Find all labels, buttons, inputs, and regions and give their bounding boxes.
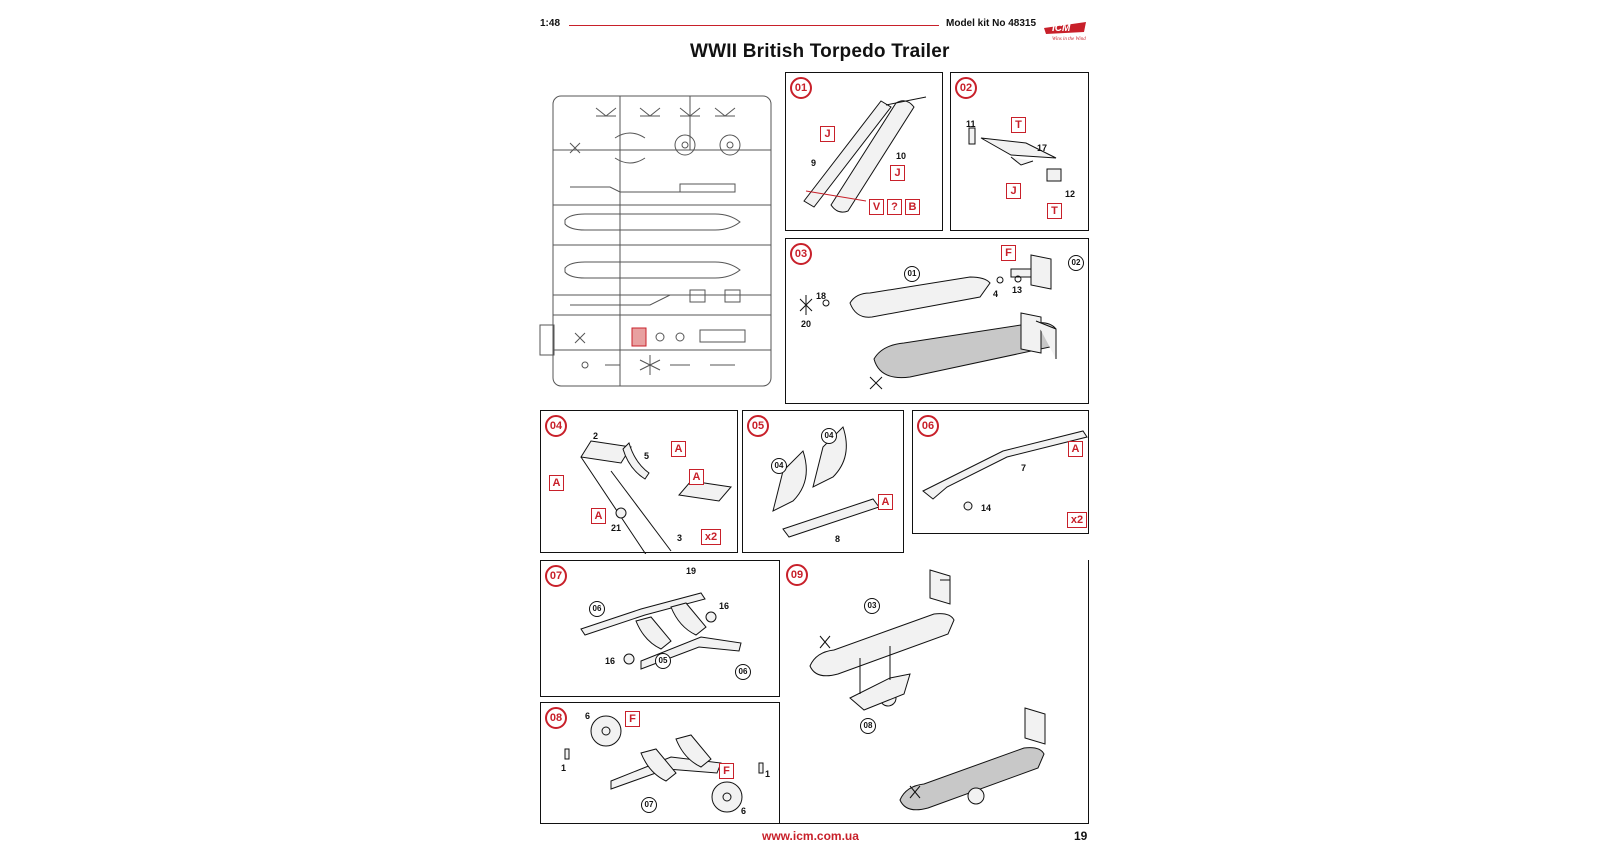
part-1: 1 (765, 769, 771, 779)
part-9: 9 (811, 158, 817, 168)
step-05-number: 05 (747, 415, 769, 437)
step-06-drawing (922, 430, 1088, 511)
step-07-drawing (580, 592, 742, 670)
step-09-panel: 09 03 08 (780, 560, 1089, 824)
step-05-panel: 05 A 04 04 8 (742, 410, 904, 553)
ref-T: T (1011, 117, 1026, 133)
subassembly-04: 04 (821, 428, 837, 444)
ref-question: ? (887, 199, 902, 215)
part-16: 16 (719, 601, 730, 611)
step-03-number: 03 (790, 243, 812, 265)
ref-A: A (549, 475, 564, 491)
step-04-panel: 04 A A A A 2 5 21 3 x2 (540, 410, 738, 554)
step-08-number: 08 (545, 707, 567, 729)
step-01-number: 01 (790, 77, 812, 99)
ref-F: F (1001, 245, 1016, 261)
part-6: 6 (741, 806, 747, 816)
subassembly-05: 05 (655, 653, 671, 669)
part-19: 19 (686, 566, 697, 576)
part-21: 21 (611, 523, 622, 533)
ref-J: J (1006, 183, 1021, 199)
part-3: 3 (677, 533, 683, 543)
part-8: 8 (835, 534, 841, 544)
step-09-number: 09 (786, 564, 808, 586)
step-05-drawing (772, 426, 880, 538)
subassembly-01: 01 (904, 266, 920, 282)
step-03-panel: 03 F 01 02 18 20 4 13 (785, 238, 1089, 404)
ref-T: T (1047, 203, 1062, 219)
part-13: 13 (1012, 285, 1023, 295)
step-06-number: 06 (917, 415, 939, 437)
multiplier-badge: x2 (701, 529, 721, 545)
page-number: 19 (1074, 829, 1088, 843)
step-04-number: 04 (545, 415, 567, 437)
ref-A: A (671, 441, 686, 457)
step-03-drawing (799, 254, 1057, 390)
ref-A: A (689, 469, 704, 485)
part-17: 17 (1037, 143, 1048, 153)
part-11: 11 (966, 119, 976, 129)
footer-website[interactable]: www.icm.com.ua (762, 829, 859, 843)
subassembly-04: 04 (771, 458, 787, 474)
ref-J: J (820, 126, 835, 142)
ref-F: F (719, 763, 734, 779)
ref-J: J (890, 165, 905, 181)
subassembly-03: 03 (864, 598, 880, 614)
ref-A: A (878, 494, 893, 510)
subassembly-06: 06 (589, 601, 605, 617)
part-12: 12 (1065, 189, 1076, 199)
step-01-drawing (803, 96, 927, 213)
part-7: 7 (1021, 463, 1027, 473)
ref-A: A (591, 508, 606, 524)
part-18: 18 (816, 291, 827, 301)
step-08-drawing (564, 715, 764, 813)
part-10: 10 (896, 151, 907, 161)
step-08-panel: 08 F F 6 1 1 6 07 (540, 702, 780, 824)
subassembly-07: 07 (641, 797, 657, 813)
step-09-drawing (809, 569, 1046, 811)
subassembly-08: 08 (860, 718, 876, 734)
subassembly-06: 06 (735, 664, 751, 680)
part-5: 5 (644, 451, 650, 461)
step-01-panel: 01 J J V ? B 9 10 (785, 72, 943, 231)
subassembly-02: 02 (1068, 255, 1084, 271)
step-07-panel: 07 19 16 16 06 05 06 (540, 560, 780, 697)
ref-B: B (905, 199, 920, 215)
svg-text:ICM: ICM (1052, 23, 1071, 34)
part-14: 14 (981, 503, 992, 513)
step-02-panel: 02 T J T 11 17 12 (950, 72, 1089, 231)
part-1: 1 (561, 763, 567, 773)
part-20: 20 (801, 319, 812, 329)
step-02-drawing (968, 127, 1062, 182)
ref-V: V (869, 199, 884, 215)
ref-F: F (625, 711, 640, 727)
step-07-number: 07 (545, 565, 567, 587)
part-6: 6 (585, 711, 591, 721)
step-02-number: 02 (955, 77, 977, 99)
svg-text:Wins in the Wind: Wins in the Wind (1052, 37, 1086, 42)
ref-A: A (1068, 441, 1083, 457)
page-title: WWII British Torpedo Trailer (690, 41, 950, 62)
multiplier-badge: x2 (1067, 512, 1087, 528)
step-04-drawing (580, 440, 732, 554)
icm-logo: ICM Wins in the Wind (1044, 22, 1086, 42)
kit-number: Model kit No 48315 (946, 18, 1037, 29)
part-4: 4 (993, 289, 999, 299)
part-16: 16 (605, 656, 616, 666)
header-rule (569, 25, 939, 26)
part-2: 2 (593, 431, 599, 441)
step-06-panel: 06 A 7 14 x2 (912, 410, 1089, 534)
scale-label: 1:48 (540, 18, 561, 29)
